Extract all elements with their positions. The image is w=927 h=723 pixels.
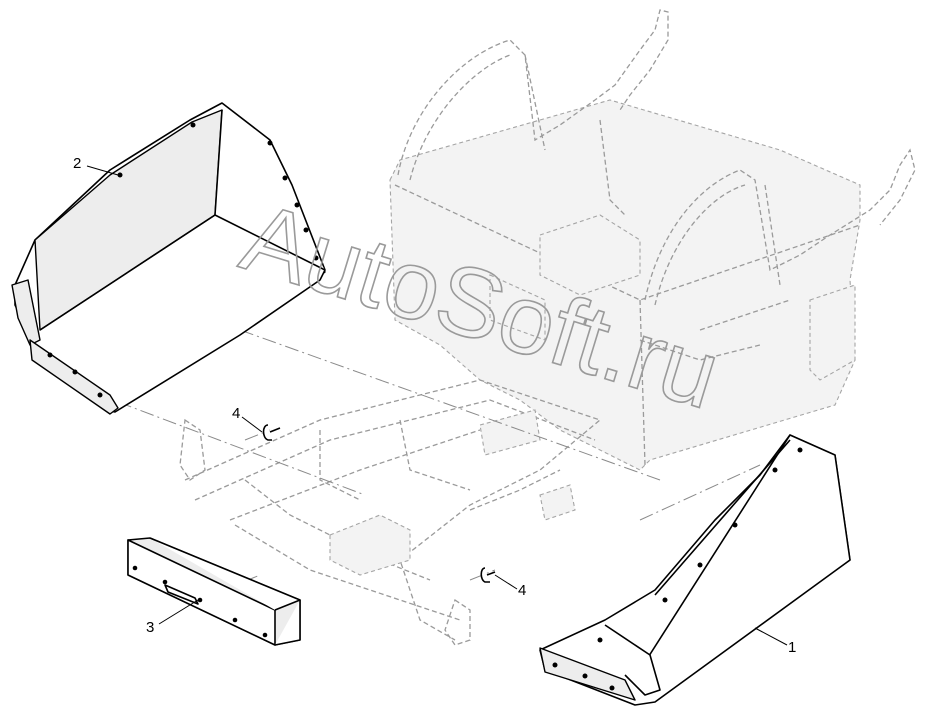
callout-4-upper: 4: [232, 405, 240, 422]
machine-frame-ghost: [389, 9, 916, 471]
callout-4-lower: 4: [518, 582, 526, 599]
callout-3: 3: [146, 619, 154, 636]
callout-leaders: [86, 165, 788, 646]
part-3-front-plate: [127, 537, 301, 646]
part-2-left-tray: [11, 102, 326, 415]
part-1-right-tray: [539, 434, 851, 706]
callout-2: 2: [73, 155, 81, 172]
callout-1: 1: [788, 639, 796, 656]
part-4-pin-upper: [262, 424, 281, 441]
part-4-pin-lower: [480, 567, 496, 583]
